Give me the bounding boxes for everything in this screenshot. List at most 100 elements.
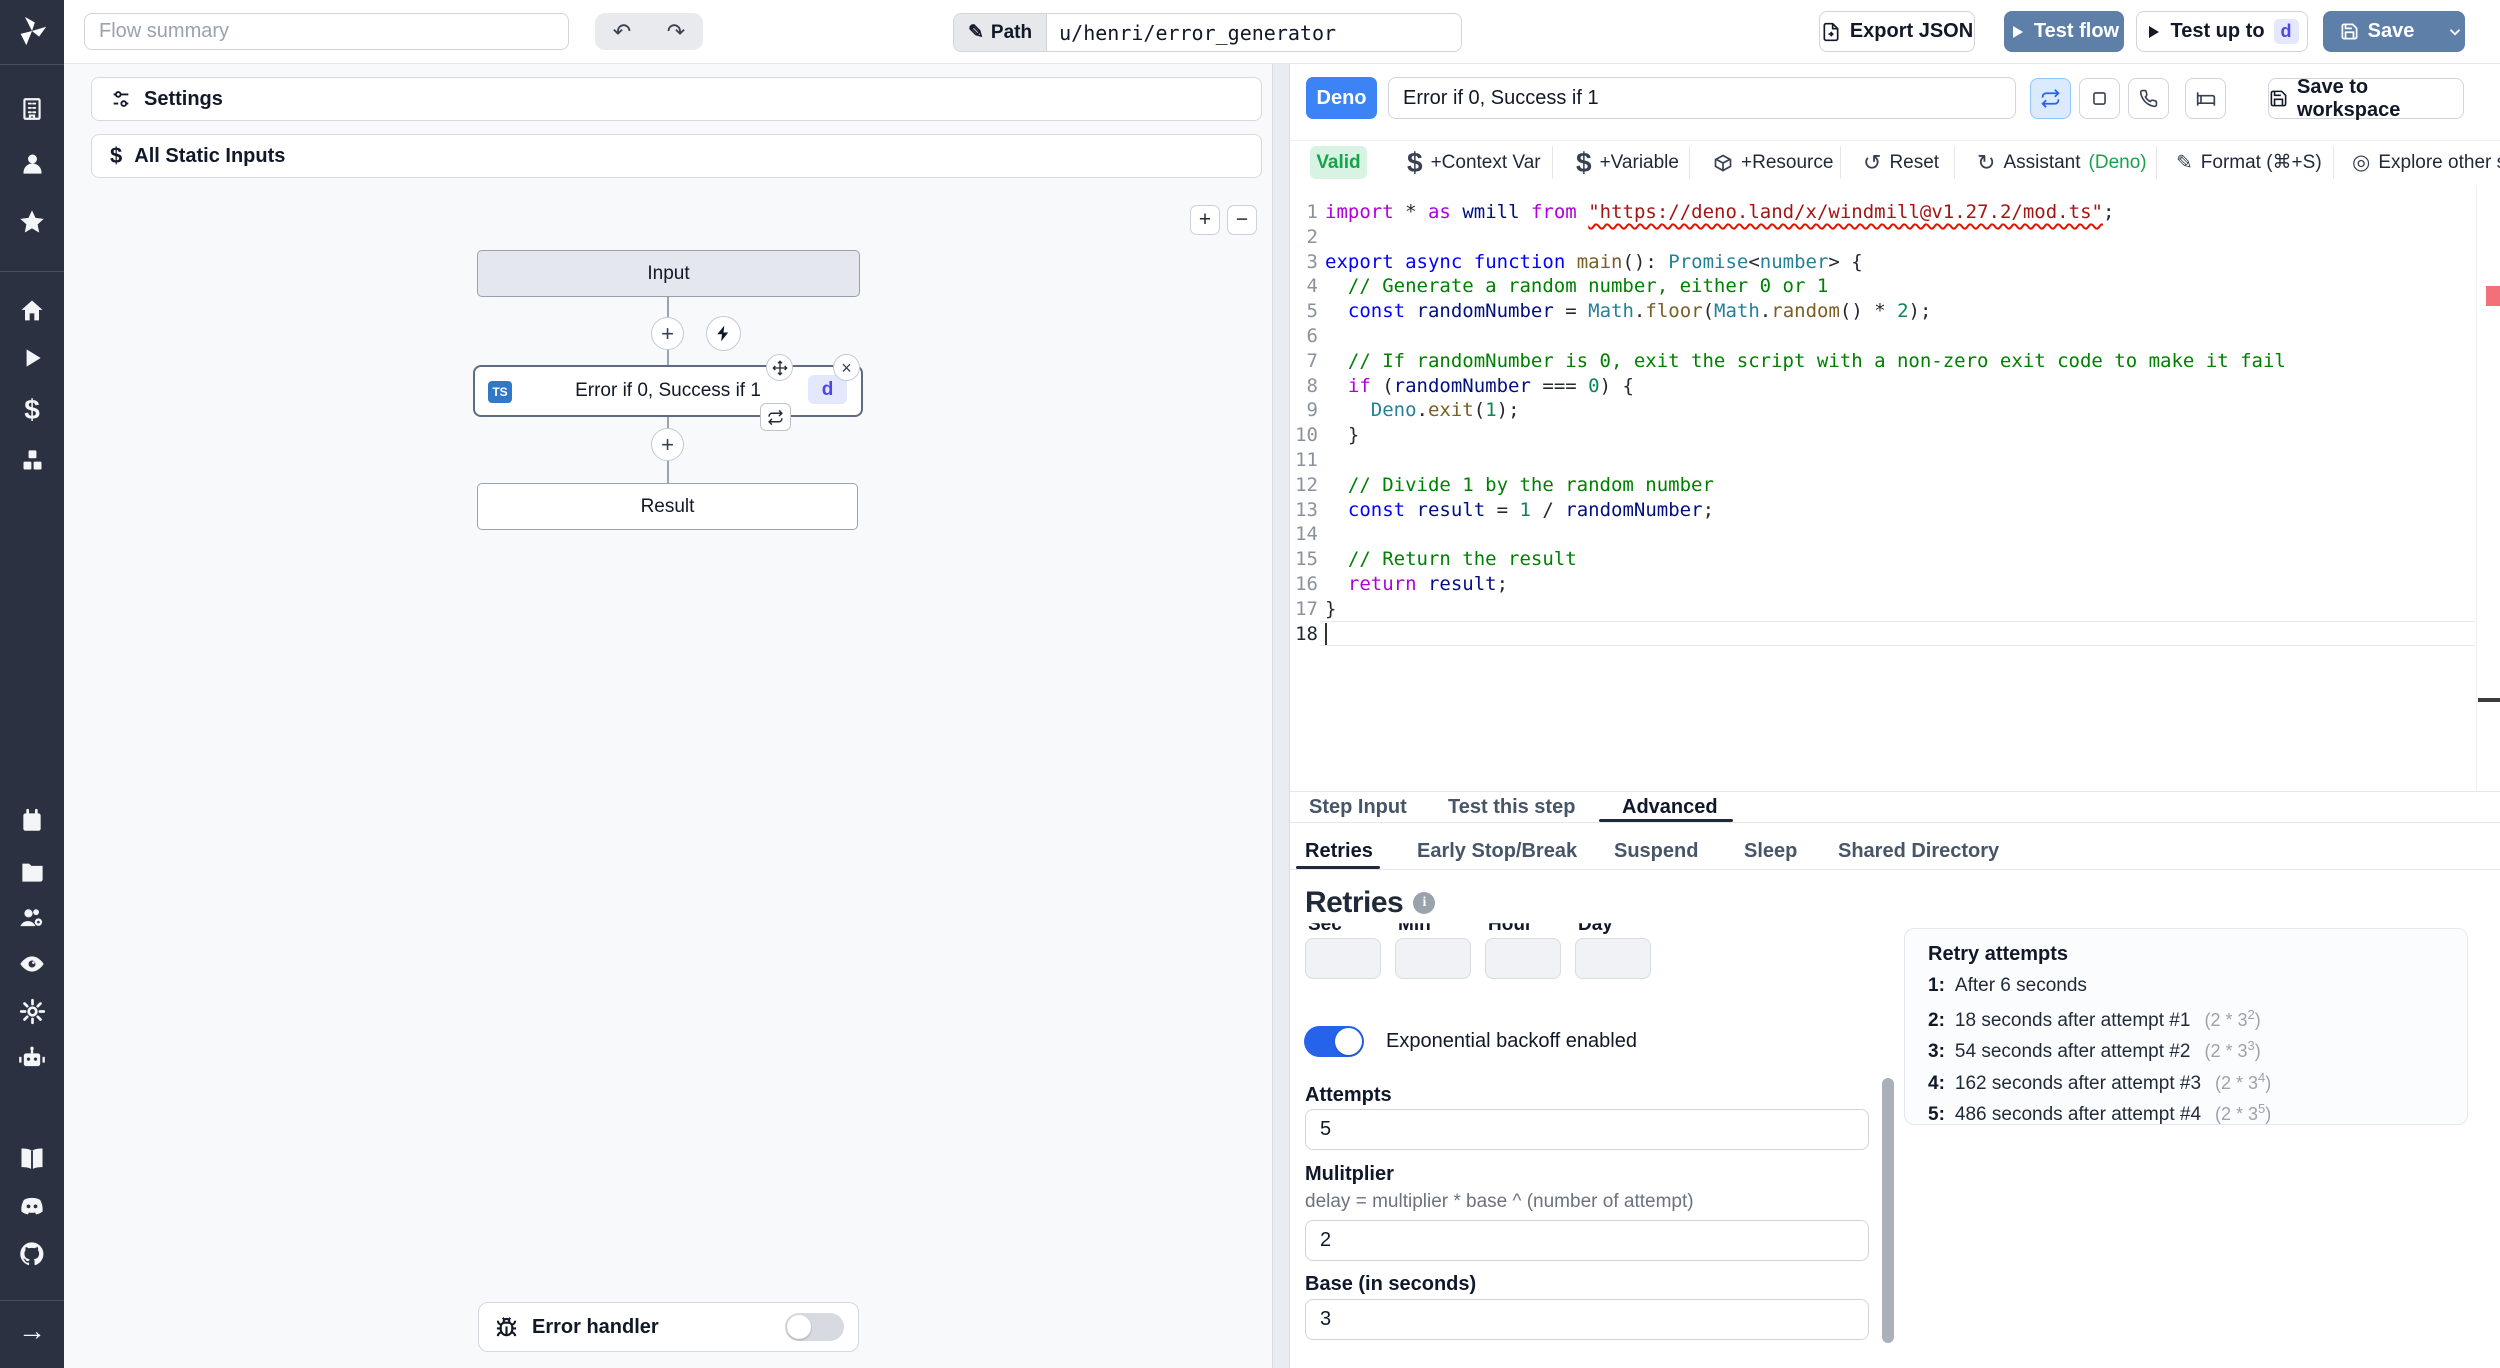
time-input-day[interactable] [1575,938,1651,979]
save-button[interactable]: Save [2324,12,2429,51]
subtab-shared-directory[interactable]: Shared Directory [1838,840,2000,862]
flow-node-input[interactable]: Input [477,250,860,297]
active-tab-underline [1599,819,1733,822]
move-icon [771,359,788,376]
sidebar-item-folder[interactable] [0,858,64,885]
bed-icon [2196,89,2216,109]
line-number: 15 [1295,548,1318,570]
windmill-logo-icon[interactable] [0,14,64,48]
step-title-input[interactable]: Error if 0, Success if 1 [1388,77,2016,119]
exponential-backoff-switch[interactable] [1304,1026,1364,1057]
early-stop-icon-button[interactable] [2079,78,2120,119]
add-step-button[interactable]: + [651,317,684,350]
active-subtab-underline [1296,866,1380,869]
error-handler-toggle-row[interactable]: Error handler [478,1302,859,1352]
save-menu-button[interactable] [2446,12,2464,51]
repeat-icon [767,409,784,426]
move-step-button[interactable] [766,354,793,381]
sidebar-item-calendar[interactable] [0,808,64,834]
tab-advanced[interactable]: Advanced [1622,796,1718,818]
time-input-hour[interactable] [1485,938,1561,979]
line-number: 1 [1306,201,1318,223]
time-input-sec[interactable] [1305,938,1381,979]
sidebar-item-users-cog[interactable] [0,904,64,932]
save-to-workspace-button[interactable]: Save to workspace [2268,76,2464,121]
folder-icon [19,858,46,885]
sidebar-item-discord[interactable] [0,1193,64,1221]
subtab-early-stop-break[interactable]: Early Stop/Break [1417,840,1578,862]
undo-icon[interactable]: ↶ [612,18,632,44]
sidebar-item-robot[interactable] [0,1044,64,1072]
backoff-label: Exponential backoff enabled [1386,1030,1637,1052]
panel-splitter[interactable] [1272,64,1290,1368]
toolbar-explore-other-s[interactable]: ◎Explore other s [2352,151,2500,174]
all-static-inputs-section[interactable]: $ All Static Inputs [91,134,1262,178]
base-input[interactable]: 3 [1305,1299,1869,1340]
zoom-out-button[interactable]: − [1227,205,1257,235]
subtab-sleep[interactable]: Sleep [1744,840,1798,862]
flow-node-step[interactable]: TS Error if 0, Success if 1 d [473,365,863,417]
toolbar--variable[interactable]: $+Variable [1576,146,1679,178]
sleep-bed-icon-button[interactable] [2185,78,2226,119]
suspend-phone-icon-button[interactable] [2128,78,2169,119]
sidebar-item-play[interactable] [0,345,64,371]
line-number: 5 [1306,300,1318,322]
scrollbar-thumb[interactable] [1882,1078,1894,1343]
sidebar-item-boxes[interactable] [0,447,64,474]
sidebar-item-building[interactable] [0,96,64,122]
toolbar--context-var[interactable]: $+Context Var [1407,146,1541,178]
subtab-retries[interactable]: Retries [1305,840,1373,862]
test-up-to-button[interactable]: Test up to d [2136,11,2308,52]
attempts-input[interactable]: 5 [1305,1109,1869,1150]
reset-icon: ↺ [1863,149,1882,175]
toolbar-reset[interactable]: ↺Reset [1863,149,1940,175]
add-step-button[interactable]: + [651,428,684,461]
redo-icon[interactable]: ↷ [666,18,686,44]
test-flow-button[interactable]: Test flow [2004,11,2124,52]
flow-node-result[interactable]: Result [477,483,858,530]
line-number: 8 [1306,375,1318,397]
deno-language-badge: Deno [1306,77,1377,119]
multiplier-input[interactable]: 2 [1305,1220,1869,1261]
tabs-divider [1290,791,2500,792]
retry-attempt-row: 5:486 seconds after attempt #4(2 * 35) [1928,1101,2272,1125]
toolbar-format-s-[interactable]: ✎Format (⌘+S) [2176,151,2322,174]
line-number: 11 [1295,449,1318,471]
retries-indicator-button[interactable] [760,403,791,431]
time-input-min[interactable] [1395,938,1471,979]
subtab-suspend[interactable]: Suspend [1614,840,1699,862]
phone-icon [2139,89,2158,108]
sidebar-divider [0,1300,64,1301]
flow-settings-section[interactable]: Settings [91,77,1262,121]
sidebar-item-gear[interactable] [0,998,64,1025]
sidebar-item-star[interactable] [0,208,64,236]
line-number: 7 [1306,350,1318,372]
sidebar-item-arrow-right[interactable]: → [0,1317,64,1345]
cursor-marker [2478,698,2500,702]
info-icon[interactable]: i [1413,892,1436,914]
arrow-right-icon: → [18,1315,46,1346]
toolbar-assistant[interactable]: ↻Assistant (Deno) [1977,149,2147,175]
code-line: export async function main(): Promise<nu… [1325,251,1863,273]
sidebar-item-book[interactable] [0,1145,64,1173]
path-input[interactable]: u/henri/error_generator [1059,20,1337,45]
close-icon: × [841,357,852,378]
toolbar--resource[interactable]: +Resource [1713,146,1833,179]
app-sidebar: $→ [0,0,64,1368]
delete-step-button[interactable]: × [833,354,860,381]
discord-icon [18,1193,46,1221]
trigger-bolt-button[interactable] [706,316,741,351]
retries-toggle-icon-button[interactable] [2030,78,2071,119]
tab-step-input[interactable]: Step Input [1309,796,1407,818]
sidebar-item-home[interactable] [0,297,64,325]
sidebar-item-user[interactable] [0,150,64,177]
tab-test-this-step[interactable]: Test this step [1448,796,1576,818]
error-handler-switch[interactable] [785,1313,844,1341]
flow-summary-input[interactable]: Flow summary [84,13,569,50]
export-json-button[interactable]: Export JSON [1819,11,1975,52]
sidebar-item-eye[interactable] [0,950,64,978]
zoom-in-button[interactable]: + [1190,205,1220,235]
sidebar-item-dollar[interactable]: $ [0,396,64,424]
sidebar-item-github[interactable] [0,1240,64,1268]
